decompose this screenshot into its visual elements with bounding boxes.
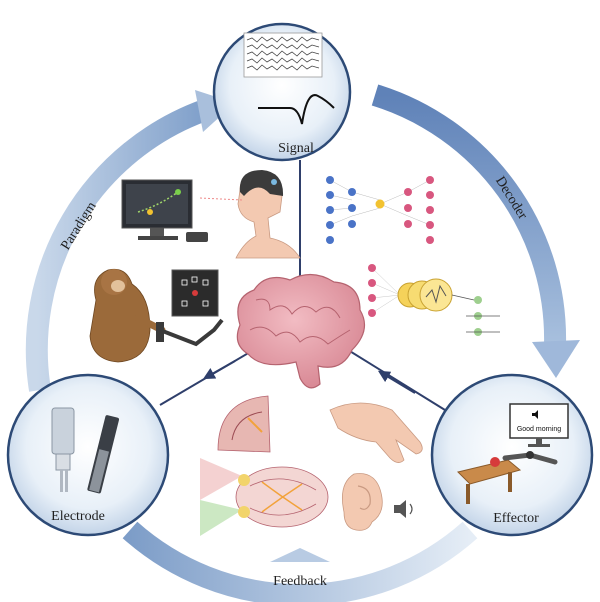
speaker-icon (394, 500, 413, 518)
decoder-layer-icon (368, 264, 500, 336)
spoke-electrode-arrow (202, 360, 236, 380)
visual-pathway-icon (200, 458, 329, 536)
spoke-effector (339, 344, 446, 411)
robot-arm-icon (457, 451, 558, 504)
neural-network-icon (326, 176, 434, 244)
signal-node: Signal (212, 22, 352, 162)
effector-label: Effector (493, 511, 539, 526)
feedback-arrowhead (270, 548, 330, 562)
effector-monitor-icon: Good morning (509, 403, 569, 447)
monkey-experiment-icon (89, 268, 224, 363)
feedback-label: Feedback (273, 574, 327, 589)
electrode-circle (6, 373, 170, 537)
monitor-subject-icon (121, 179, 208, 242)
signal-waveform-icon (258, 94, 335, 125)
eeg-traces-icon (243, 32, 323, 78)
speaker-small-icon (532, 410, 538, 419)
paradigm-arc (25, 99, 209, 392)
cycle-ring (25, 84, 580, 602)
electrode-node: Electrode (6, 373, 170, 537)
spoke-effector-arrow (377, 370, 416, 394)
electrode-array-icon (51, 407, 120, 494)
hand-icon (329, 402, 423, 463)
brain-slice-icon (217, 395, 271, 453)
effector-screen-text: Good morning (517, 426, 561, 433)
decoder-arc (371, 84, 567, 346)
decoder-arrowhead (532, 340, 580, 378)
feedback-arc (122, 521, 478, 602)
effector-node: Good morning Effector (430, 373, 594, 537)
electrode-label: Electrode (51, 509, 105, 524)
brain-icon (236, 273, 366, 389)
ear-icon (341, 473, 383, 531)
signal-label: Signal (278, 141, 314, 156)
human-head-icon (199, 170, 301, 259)
